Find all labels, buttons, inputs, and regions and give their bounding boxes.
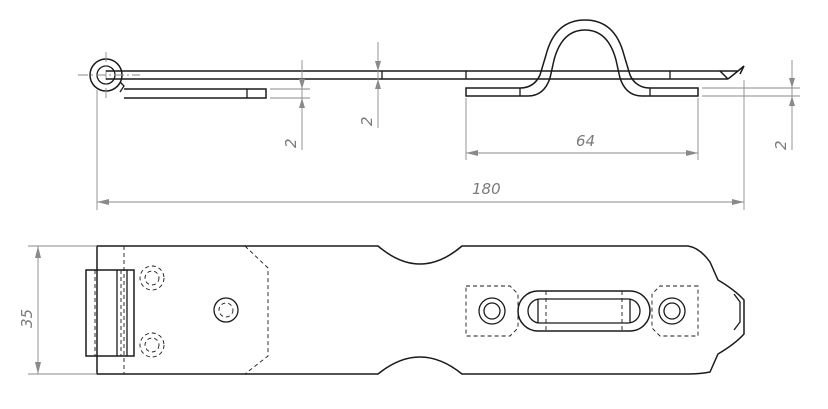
staple-hole-left-inner bbox=[483, 302, 501, 320]
dim-thickness-mid: 2 bbox=[358, 42, 381, 128]
side-view: 2 2 2 64 bbox=[78, 19, 800, 210]
staple-hole-right-inner bbox=[663, 302, 681, 320]
tip-detail bbox=[733, 293, 741, 331]
lower-leaf bbox=[124, 88, 267, 99]
staple-base-left bbox=[465, 285, 519, 337]
center-hole-inner bbox=[218, 302, 234, 318]
hinge-roll-end bbox=[119, 81, 125, 93]
staple-slot-inner bbox=[527, 298, 641, 324]
leaf-hole-bottom-outer bbox=[139, 332, 165, 358]
dim-thickness-left-label: 2 bbox=[282, 138, 300, 148]
strap-right bbox=[535, 70, 738, 80]
staple-base-right bbox=[651, 285, 699, 337]
hasp-outline bbox=[96, 245, 745, 375]
dim-width-label: 35 bbox=[18, 309, 36, 328]
staple-hole-right-outer bbox=[658, 297, 686, 325]
leaf-hole-bottom-inner bbox=[144, 337, 160, 353]
top-view: 35 bbox=[18, 245, 745, 375]
main-strap bbox=[106, 70, 535, 80]
leaf-hidden-edge bbox=[244, 245, 269, 375]
dim-thickness-left: 2 bbox=[270, 60, 310, 150]
dim-slot-spacing: 64 bbox=[465, 98, 699, 160]
leaf-hole-top-inner bbox=[144, 270, 160, 286]
staple-slot-outer bbox=[517, 290, 651, 332]
staple-loop-outer bbox=[465, 19, 699, 97]
dim-overall-length-label: 180 bbox=[472, 180, 501, 198]
dim-thickness-right: 2 bbox=[702, 60, 800, 150]
leaf-hole-top-outer bbox=[139, 265, 165, 291]
hinge-knuckle bbox=[85, 269, 135, 357]
center-hole-outer bbox=[213, 297, 239, 323]
dim-overall-length: 180 bbox=[96, 80, 745, 210]
dim-thickness-right-label: 2 bbox=[772, 140, 790, 150]
strap-tip bbox=[719, 65, 745, 80]
staple-hole-left-outer bbox=[478, 297, 506, 325]
dim-slot-spacing-label: 64 bbox=[576, 132, 595, 150]
dim-width: 35 bbox=[18, 245, 97, 375]
dim-thickness-mid-label: 2 bbox=[358, 116, 376, 126]
